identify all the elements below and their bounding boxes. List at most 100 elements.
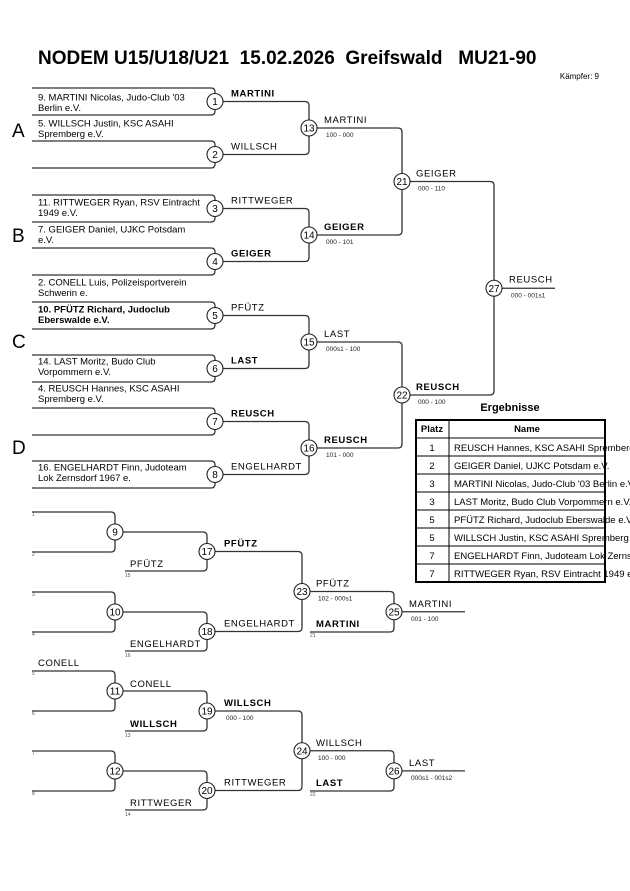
match-17[interactable]: 17 <box>198 542 216 561</box>
match-12[interactable]: 12 <box>106 762 124 780</box>
repechage-winner: PFÜTZ <box>316 579 350 590</box>
round1-winner: RITTWEGER <box>231 196 293 207</box>
match-9[interactable]: 9 <box>106 523 124 541</box>
match-15[interactable]: 15 <box>300 333 318 351</box>
match-19[interactable]: 19 <box>198 702 216 720</box>
match-11[interactable]: 11 <box>106 682 124 700</box>
repechage-entry: CONELL <box>38 658 80 669</box>
match-circles: 1234567813141516212227910111217181920232… <box>106 92 503 800</box>
match-number: 3 <box>212 204 218 215</box>
match-circle <box>293 582 311 601</box>
round2-winner: GEIGER <box>324 222 365 233</box>
match-circle <box>106 523 124 541</box>
match-6[interactable]: 6 <box>206 359 224 378</box>
match-number: 20 <box>201 786 213 797</box>
match-13[interactable]: 13 <box>300 119 318 137</box>
match-circle <box>300 226 318 244</box>
match-7[interactable]: 7 <box>206 412 224 431</box>
match-number: 4 <box>212 257 218 268</box>
match-number: 13 <box>303 124 315 135</box>
match-16[interactable]: 16 <box>300 439 318 457</box>
name-cell: LAST Moritz, Budo Club Vorpommern e.V. <box>454 497 630 508</box>
match-20[interactable]: 20 <box>198 781 216 800</box>
match-number: 18 <box>201 627 213 638</box>
match-number: 8 <box>212 470 218 481</box>
match-circle <box>385 603 403 621</box>
name-cell: RITTWEGER Ryan, RSV Eintracht 1949 e.V. <box>454 569 630 580</box>
match-10[interactable]: 10 <box>106 603 124 621</box>
match-2[interactable]: 2 <box>206 145 224 164</box>
match-circle <box>206 145 224 164</box>
match-21[interactable]: 21 <box>393 172 411 191</box>
repechage-winner: WILLSCH <box>316 738 362 749</box>
match-23[interactable]: 23 <box>293 582 311 601</box>
semifinal-loser: LAST <box>316 778 343 789</box>
place-cell: 1 <box>429 443 434 454</box>
seed-number: 8 <box>32 791 35 797</box>
match-27[interactable]: 27 <box>485 279 503 297</box>
repechage-winner: WILLSCH <box>224 698 271 709</box>
match-score: 001 - 100 <box>411 616 439 623</box>
match-number: 21 <box>396 177 408 188</box>
place-cell: 3 <box>429 497 434 508</box>
match-score: 100 - 000 <box>318 755 346 762</box>
bracket-line <box>32 407 216 436</box>
round1-winner: REUSCH <box>231 409 275 420</box>
match-8[interactable]: 8 <box>206 465 224 484</box>
table-row: 3 MARTINI Nicolas, Judo-Club '03 Berlin e… <box>429 479 630 490</box>
match-number: 24 <box>296 746 308 757</box>
name-cell: WILLSCH Justin, KSC ASAHI Spremberg e.V. <box>454 533 630 544</box>
seed-number: 6 <box>32 711 35 717</box>
match-circle <box>198 542 216 561</box>
match-1[interactable]: 1 <box>206 92 224 111</box>
pool-label-d: D <box>12 438 26 459</box>
pool-label-c: C <box>12 332 26 353</box>
seed-number: 3 <box>32 592 35 598</box>
match-score: 000 - 101 <box>326 239 354 246</box>
match-circle <box>206 92 224 111</box>
match-number: 10 <box>109 608 121 619</box>
name-cell: PFÜTZ Richard, Judoclub Eberswalde e.V. <box>454 515 630 526</box>
bracket-line <box>317 341 403 449</box>
results-title: Ergebnisse <box>480 402 539 414</box>
final-score: 000 - 001s1 <box>511 292 546 299</box>
repechage-winner: RITTWEGER <box>224 778 286 789</box>
match-22[interactable]: 22 <box>393 386 411 404</box>
match-number: 25 <box>388 607 400 618</box>
source-match: 22 <box>310 792 316 798</box>
place-cell: 3 <box>429 479 434 490</box>
match-25[interactable]: 25 <box>385 603 403 621</box>
match-score: 000s1 - 100 <box>326 346 361 353</box>
match-4[interactable]: 4 <box>206 252 224 271</box>
table-row: 1 REUSCH Hannes, KSC ASAHI Spremberg e.V. <box>429 443 630 454</box>
match-circle <box>198 702 216 720</box>
bronze-winner: LAST <box>409 758 435 769</box>
place-cell: 7 <box>429 569 434 580</box>
match-circle <box>106 682 124 700</box>
repechage-entry: WILLSCH <box>130 719 177 730</box>
match-18[interactable]: 18 <box>198 622 216 641</box>
name-cell: MARTINI Nicolas, Judo-Club '03 Berlin e.… <box>454 479 630 490</box>
match-circle <box>300 333 318 351</box>
match-24[interactable]: 24 <box>293 742 311 760</box>
match-score: 000 - 110 <box>418 186 445 193</box>
match-5[interactable]: 5 <box>206 306 224 325</box>
match-score: 102 - 000s1 <box>318 596 353 603</box>
match-3[interactable]: 3 <box>206 199 224 218</box>
match-number: 9 <box>112 528 118 539</box>
table-border <box>415 419 606 583</box>
match-score: 000 - 100 <box>418 399 446 406</box>
match-14[interactable]: 14 <box>300 226 318 244</box>
bracket-line <box>32 247 216 276</box>
match-number: 1 <box>212 97 218 108</box>
match-26[interactable]: 26 <box>385 762 403 780</box>
round1-winner: WILLSCH <box>231 142 277 153</box>
name-cell: REUSCH Hannes, KSC ASAHI Spremberg e.V. <box>454 443 630 454</box>
